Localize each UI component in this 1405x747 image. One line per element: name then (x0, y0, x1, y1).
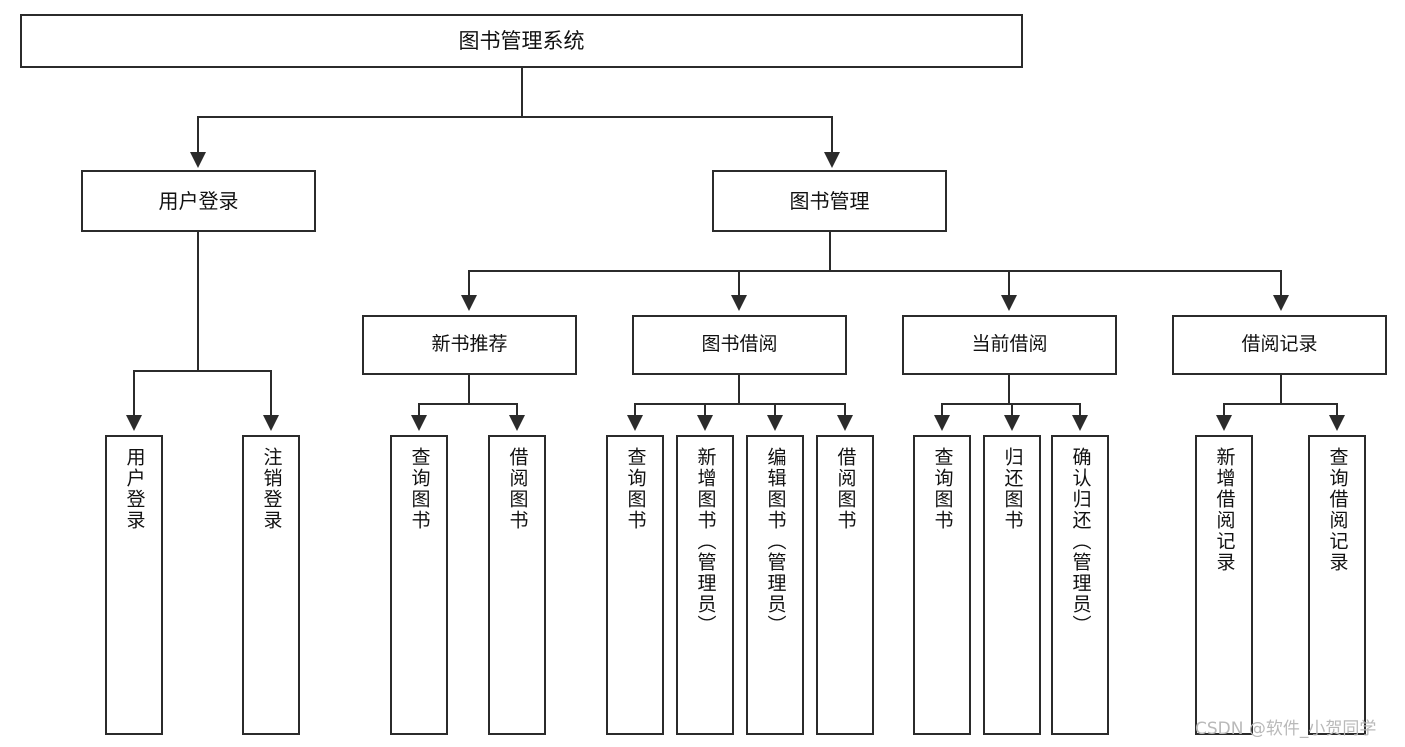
connector-new-book-recommend-bus (418, 403, 518, 405)
node-label: 用户登录 (158, 188, 239, 213)
arrow-leaf-logout-login (263, 415, 279, 431)
node-leaf-edit-book[interactable]: 编辑图书（管理员） (746, 435, 804, 735)
node-label: 查询借阅记录 (1326, 447, 1349, 573)
node-new-book-recommend[interactable]: 新书推荐 (362, 315, 577, 375)
connector-borrow-record-bus (1223, 403, 1338, 405)
node-leaf-add-book[interactable]: 新增图书（管理员） (676, 435, 734, 735)
node-label: 确认归还（管理员） (1069, 447, 1092, 636)
connector-drop-leaf-query-book-2 (634, 403, 636, 417)
node-label: 借阅记录 (1241, 333, 1318, 356)
connector-drop-leaf-logout-login (270, 370, 272, 417)
node-label: 图书管理系统 (458, 28, 585, 53)
node-label: 查询图书 (931, 447, 954, 531)
arrow-book-borrow (731, 295, 747, 311)
node-label: 新书推荐 (431, 333, 508, 356)
connector-drop-leaf-query-record (1336, 403, 1338, 417)
connector-new-book-recommend-stem (468, 375, 470, 405)
node-label: 当前借阅 (971, 333, 1048, 356)
arrow-leaf-confirm-return (1072, 415, 1088, 431)
node-leaf-borrow-book-1[interactable]: 借阅图书 (488, 435, 546, 735)
node-leaf-confirm-return[interactable]: 确认归还（管理员） (1051, 435, 1109, 735)
node-label: 新增借阅记录 (1213, 447, 1236, 573)
node-label: 图书管理 (789, 188, 870, 213)
node-leaf-query-book-1[interactable]: 查询图书 (390, 435, 448, 735)
watermark-text: CSDN @软件_小贺同学 (1195, 719, 1377, 739)
csdn-watermark: CSDN @软件_小贺同学 (1195, 714, 1376, 739)
arrow-leaf-query-book-3 (934, 415, 950, 431)
connector-drop-leaf-borrow-book-1 (516, 403, 518, 417)
node-root-system[interactable]: 图书管理系统 (20, 14, 1023, 68)
connector-drop-leaf-confirm-return (1079, 403, 1081, 417)
node-label: 编辑图书（管理员） (764, 447, 787, 636)
connector-drop-book-manage (831, 116, 833, 154)
arrow-leaf-query-record (1329, 415, 1345, 431)
node-label: 新增图书（管理员） (694, 447, 717, 636)
connector-drop-leaf-borrow-book-2 (844, 403, 846, 417)
node-leaf-add-record[interactable]: 新增借阅记录 (1195, 435, 1253, 735)
node-leaf-logout-login[interactable]: 注销登录 (242, 435, 300, 735)
connector-drop-new-book-recommend (468, 270, 470, 297)
node-book-manage[interactable]: 图书管理 (712, 170, 947, 232)
arrow-current-borrow (1001, 295, 1017, 311)
connector-book-borrow-stem (738, 375, 740, 405)
node-label: 查询图书 (624, 447, 647, 531)
arrow-leaf-user-login (126, 415, 142, 431)
node-leaf-return-book[interactable]: 归还图书 (983, 435, 1041, 735)
arrow-borrow-record (1273, 295, 1289, 311)
connector-user-login-stem (197, 232, 199, 372)
arrow-leaf-query-book-2 (627, 415, 643, 431)
connector-user-login-bus (133, 370, 271, 372)
node-label: 注销登录 (260, 447, 283, 531)
node-leaf-borrow-book-2[interactable]: 借阅图书 (816, 435, 874, 735)
node-label: 图书借阅 (701, 333, 778, 356)
node-label: 用户登录 (123, 447, 146, 531)
arrow-leaf-edit-book (767, 415, 783, 431)
connector-book-manage-stem (829, 232, 831, 272)
node-book-borrow[interactable]: 图书借阅 (632, 315, 847, 375)
node-user-login[interactable]: 用户登录 (81, 170, 316, 232)
node-leaf-query-book-3[interactable]: 查询图书 (913, 435, 971, 735)
connector-drop-user-login (197, 116, 199, 154)
node-leaf-query-record[interactable]: 查询借阅记录 (1308, 435, 1366, 735)
node-borrow-record[interactable]: 借阅记录 (1172, 315, 1387, 375)
arrow-leaf-add-record (1216, 415, 1232, 431)
node-leaf-user-login[interactable]: 用户登录 (105, 435, 163, 735)
connector-drop-leaf-return-book (1011, 403, 1013, 417)
connector-root-stem (521, 68, 523, 116)
node-leaf-query-book-2[interactable]: 查询图书 (606, 435, 664, 735)
node-current-borrow[interactable]: 当前借阅 (902, 315, 1117, 375)
connector-current-borrow-stem (1008, 375, 1010, 405)
connector-drop-borrow-record (1280, 270, 1282, 297)
connector-drop-current-borrow (1008, 270, 1010, 297)
node-label: 借阅图书 (834, 447, 857, 531)
node-label: 查询图书 (408, 447, 431, 531)
connector-drop-leaf-user-login (133, 370, 135, 417)
arrow-leaf-return-book (1004, 415, 1020, 431)
connector-drop-leaf-add-book (704, 403, 706, 417)
arrow-leaf-add-book (697, 415, 713, 431)
connector-borrow-record-stem (1280, 375, 1282, 405)
arrow-leaf-query-book-1 (411, 415, 427, 431)
node-label: 归还图书 (1001, 447, 1024, 531)
connector-drop-leaf-query-book-3 (941, 403, 943, 417)
connector-drop-leaf-query-book-1 (418, 403, 420, 417)
arrow-leaf-borrow-book-2 (837, 415, 853, 431)
connector-root-bus (197, 116, 833, 118)
connector-book-borrow-bus (634, 403, 844, 405)
arrow-new-book-recommend (461, 295, 477, 311)
arrow-user-login (190, 152, 206, 168)
arrow-book-manage (824, 152, 840, 168)
arrow-leaf-borrow-book-1 (509, 415, 525, 431)
connector-drop-leaf-add-record (1223, 403, 1225, 417)
connector-drop-leaf-edit-book (774, 403, 776, 417)
node-label: 借阅图书 (506, 447, 529, 531)
connector-drop-book-borrow (738, 270, 740, 297)
connector-book-manage-bus (468, 270, 1282, 272)
